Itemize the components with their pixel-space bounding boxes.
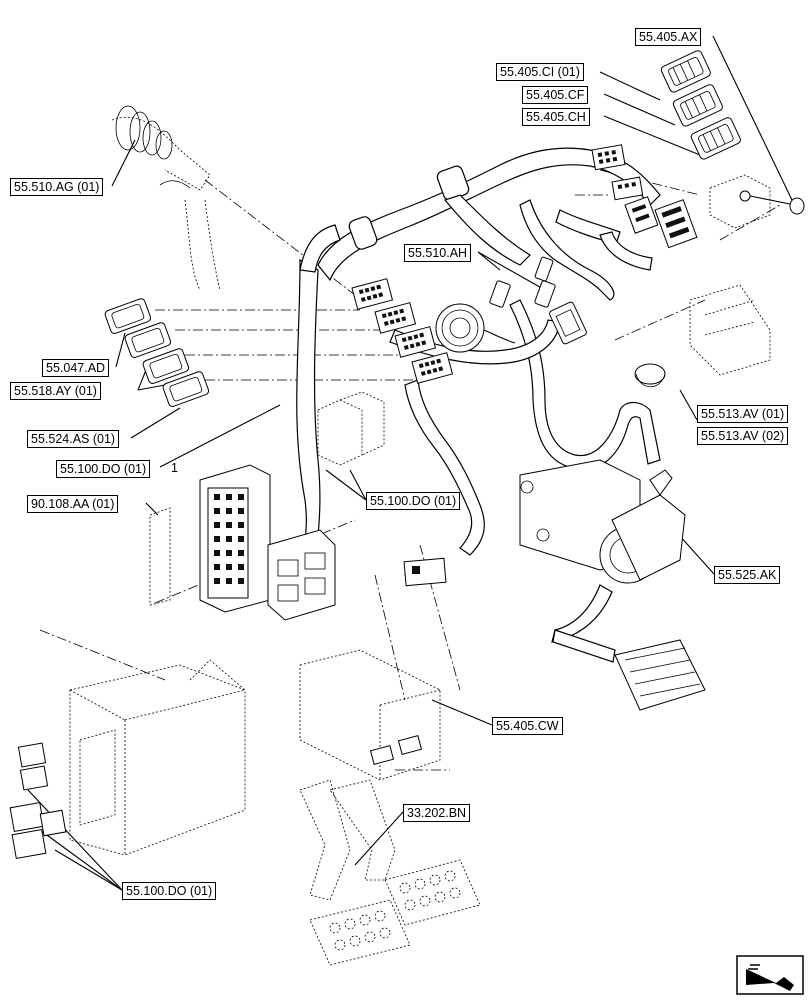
- ecu-connector: [199, 464, 336, 621]
- callout-55-100-do-01-b[interactable]: 55.100.DO (01): [366, 492, 461, 510]
- callout-55-513-av-01[interactable]: 55.513.AV (01): [697, 405, 789, 423]
- connector-55-405-cw: [403, 557, 447, 587]
- callout-90-108-aa-01[interactable]: 90.108.AA (01): [27, 495, 119, 513]
- callout-55-100-do-01-c[interactable]: 55.100.DO (01): [122, 882, 217, 900]
- item-number: 1: [171, 461, 178, 475]
- callout-55-510-ag-01[interactable]: 55.510.AG (01): [10, 178, 104, 196]
- callout-55-510-ah[interactable]: 55.510.AH: [404, 244, 472, 262]
- connectors-55-510-ah: [489, 256, 587, 345]
- round-connector-top-left: [111, 105, 221, 291]
- lever-switch: [709, 174, 805, 229]
- callout-55-518-ay-01[interactable]: 55.518.AY (01): [10, 382, 101, 400]
- leader-lines: [27, 35, 793, 891]
- dotted-bracket-right: [634, 284, 771, 388]
- rocker-switches-top-right: [660, 50, 741, 160]
- callout-55-405-cf[interactable]: 55.405.CF: [522, 86, 589, 104]
- callout-55-405-ci-01[interactable]: 55.405.CI (01): [496, 63, 584, 81]
- callout-55-047-ad[interactable]: 55.047.AD: [42, 359, 110, 377]
- callout-33-202-bn[interactable]: 33.202.BN: [403, 804, 471, 822]
- throttle-pedal-assembly: [519, 459, 706, 711]
- callout-55-405-cw[interactable]: 55.405.CW: [492, 717, 563, 735]
- relays-bottom-left: [9, 742, 67, 860]
- callout-55-405-ch[interactable]: 55.405.CH: [522, 108, 590, 126]
- callout-55-524-as-01[interactable]: 55.524.AS (01): [27, 430, 120, 448]
- round-connector-center: [435, 303, 516, 353]
- callout-55-405-ax[interactable]: 55.405.AX: [635, 28, 702, 46]
- callout-55-525-ak[interactable]: 55.525.AK: [714, 566, 781, 584]
- next-page-arrow-icon[interactable]: [736, 955, 804, 995]
- callout-55-513-av-02[interactable]: 55.513.AV (02): [697, 427, 789, 445]
- rocker-switches-left: [104, 298, 210, 407]
- callout-55-100-do-01-a[interactable]: 55.100.DO (01): [56, 460, 151, 478]
- harness-connectors-center: [351, 278, 454, 384]
- brake-pedals-assembly: [299, 649, 481, 966]
- connectors-upper-right: [591, 144, 698, 249]
- relays: [317, 391, 385, 466]
- mounting-bracket: [69, 659, 246, 856]
- dotted-plate: [149, 507, 171, 606]
